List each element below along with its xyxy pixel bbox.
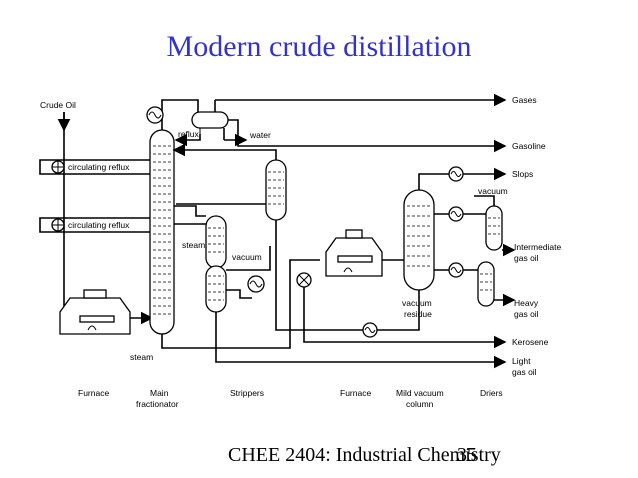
unit-main-2: fractionator <box>136 399 179 409</box>
label-steam-stripper: steam <box>182 240 205 250</box>
label-vacuum-stripper: vacuum <box>232 252 262 262</box>
stripper-3 <box>205 246 507 369</box>
label-vacuum-residue-2: residue <box>404 309 432 319</box>
slide-title: Modern crude distillation <box>166 30 472 63</box>
circulating-reflux-2 <box>39 217 150 233</box>
stripper-2 <box>174 205 227 269</box>
label-steam-bottom: steam <box>130 352 153 362</box>
unit-mild-vacuum-1: Mild vacuum <box>396 388 444 398</box>
stripper-1 <box>172 143 298 331</box>
product-intermediate-2: gas oil <box>514 253 539 263</box>
mild-vacuum-column <box>403 167 507 298</box>
product-slops: Slops <box>512 169 533 179</box>
unit-furnace-1: Furnace <box>78 388 109 398</box>
drier-1 <box>474 195 516 257</box>
vacuum-heater-icon <box>448 166 464 182</box>
unit-strippers: Strippers <box>230 388 264 398</box>
vacuum-pump-icon-2 <box>448 262 464 278</box>
label-vacuum-residue-1: vacuum <box>402 298 432 308</box>
footer-text: CHEE 2404: Industrial Chemistry <box>228 444 501 466</box>
stripper-pump-icon <box>247 275 265 293</box>
product-light-1: Light <box>512 356 531 366</box>
label-vacuum-top: vacuum <box>478 186 508 196</box>
label-circulating-reflux-2: circulating reflux <box>68 220 130 230</box>
page-number: 35 <box>457 444 477 466</box>
vacuum-pump-icon-1 <box>448 206 464 222</box>
kerosene-line <box>303 280 507 349</box>
main-fractionator <box>149 129 175 335</box>
label-crude-oil: Crude Oil <box>40 100 76 110</box>
light-gas-oil-pump-icon <box>298 298 420 338</box>
kerosene-valve-icon <box>296 272 312 288</box>
furnace-2 <box>325 229 404 277</box>
product-gases: Gases <box>512 95 537 105</box>
unit-driers: Driers <box>480 388 503 398</box>
product-kerosene: Kerosene <box>512 337 549 347</box>
product-heavy-2: gas oil <box>514 309 539 319</box>
label-circulating-reflux-1: circulating reflux <box>68 162 130 172</box>
unit-mild-vacuum-2: column <box>406 399 434 409</box>
condenser-icon <box>146 106 164 124</box>
product-gasoline: Gasoline <box>512 141 546 151</box>
product-light-2: gas oil <box>512 367 537 377</box>
product-intermediate-1: Intermediate <box>514 242 562 252</box>
furnace-1 <box>59 289 131 335</box>
circulating-reflux-1 <box>39 159 150 175</box>
unit-main-1: Main <box>150 388 169 398</box>
residue-line <box>161 259 320 349</box>
crude-oil-feed <box>57 112 154 325</box>
drier-2 <box>477 261 516 307</box>
label-water: water <box>249 130 271 140</box>
product-heavy-1: Heavy <box>514 298 539 308</box>
label-reflux: reflux <box>178 129 200 139</box>
reflux-accumulator <box>174 111 507 153</box>
unit-furnace-2: Furnace <box>340 388 371 398</box>
